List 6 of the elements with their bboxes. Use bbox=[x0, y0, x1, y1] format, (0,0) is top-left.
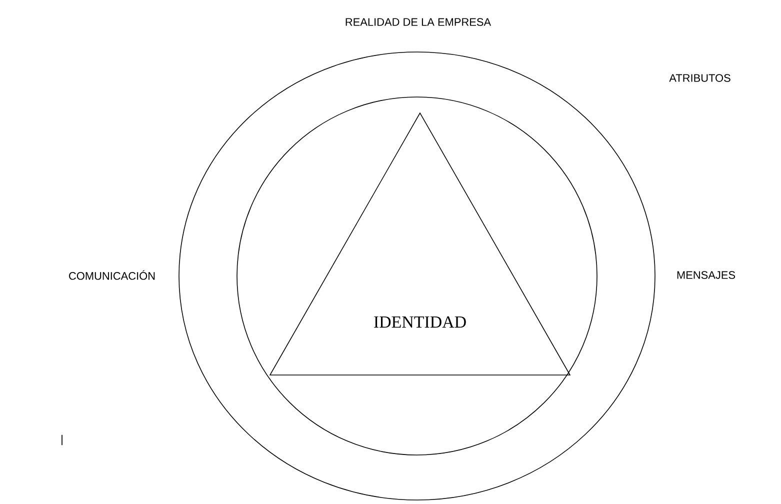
label: COMUNICACIÓN bbox=[69, 270, 155, 280]
label: MENSAJES bbox=[677, 271, 736, 279]
circle-shape bbox=[178, 52, 656, 500]
heading: REALIDAD DE LA EMPRESA bbox=[346, 18, 492, 26]
circle-shape bbox=[236, 96, 598, 456]
label: ATRIBUTOS bbox=[669, 74, 730, 82]
